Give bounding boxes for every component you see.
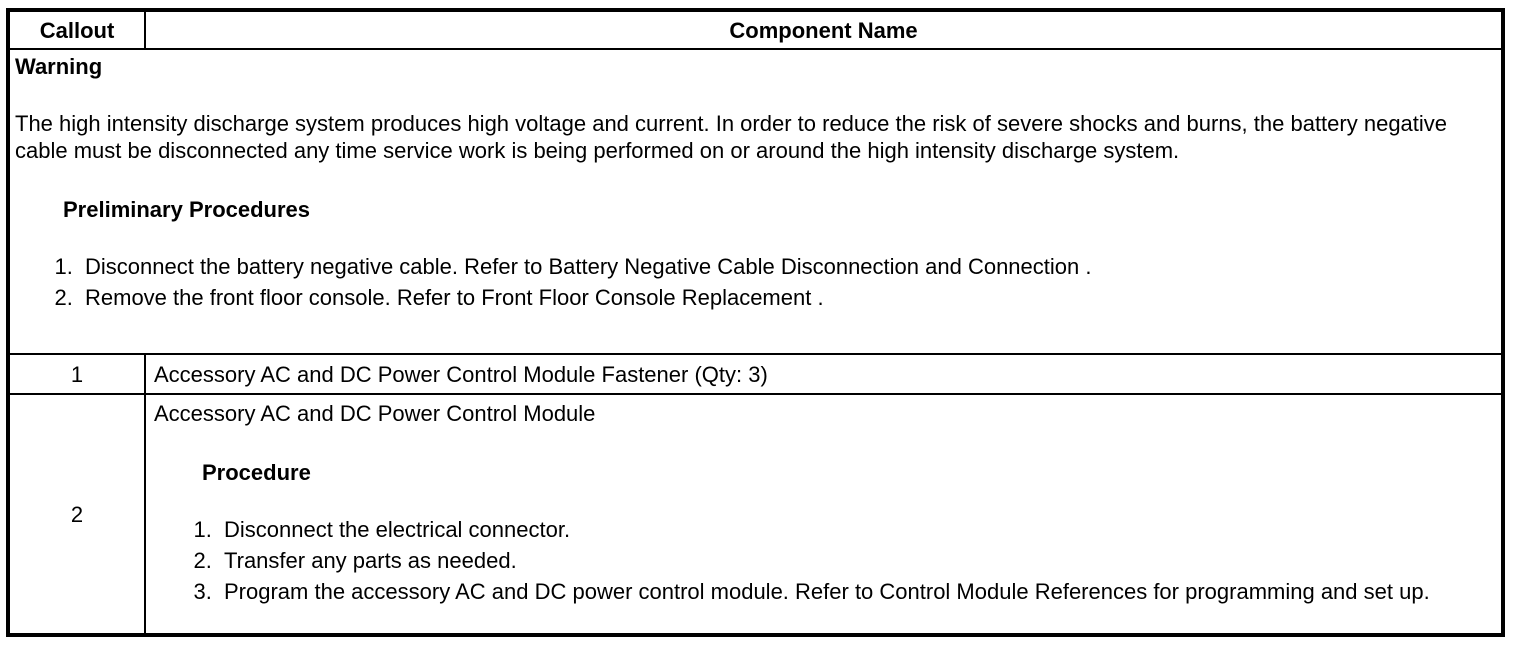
component-name-2: Accessory AC and DC Power Control Module xyxy=(154,401,596,426)
callout-number-1: 1 xyxy=(7,353,146,395)
procedure-step-1: Disconnect the electrical connector. xyxy=(218,516,1493,543)
warning-cell: Warning The high intensity discharge sys… xyxy=(7,48,1504,355)
preliminary-procedures-heading: Preliminary Procedures xyxy=(63,197,311,222)
callout-component-table: Callout Component Name Warning The high … xyxy=(6,8,1505,637)
callout-column-header: Callout xyxy=(7,9,146,50)
procedure-step-3: Program the accessory AC and DC power co… xyxy=(218,578,1493,605)
component-cell-2: Accessory AC and DC Power Control Module… xyxy=(144,393,1504,636)
procedure-steps-list: Disconnect the electrical connector. Tra… xyxy=(154,516,1493,605)
component-name-column-header: Component Name xyxy=(144,9,1504,50)
warning-title: Warning xyxy=(15,54,103,79)
procedure-step-2: Transfer any parts as needed. xyxy=(218,547,1493,574)
warning-row: Warning The high intensity discharge sys… xyxy=(7,48,1504,355)
warning-body-text: The high intensity discharge system prod… xyxy=(15,111,1448,163)
callout-number-2: 2 xyxy=(7,393,146,636)
procedure-heading: Procedure xyxy=(202,460,311,485)
preliminary-procedures-list: Disconnect the battery negative cable. R… xyxy=(15,253,1491,311)
callout-row-1: 1 Accessory AC and DC Power Control Modu… xyxy=(7,353,1504,395)
component-name-1: Accessory AC and DC Power Control Module… xyxy=(144,353,1504,395)
callout-row-2: 2 Accessory AC and DC Power Control Modu… xyxy=(7,393,1504,636)
table-header-row: Callout Component Name xyxy=(7,9,1504,50)
preliminary-step-1: Disconnect the battery negative cable. R… xyxy=(79,253,1491,280)
preliminary-step-2: Remove the front floor console. Refer to… xyxy=(79,284,1491,311)
